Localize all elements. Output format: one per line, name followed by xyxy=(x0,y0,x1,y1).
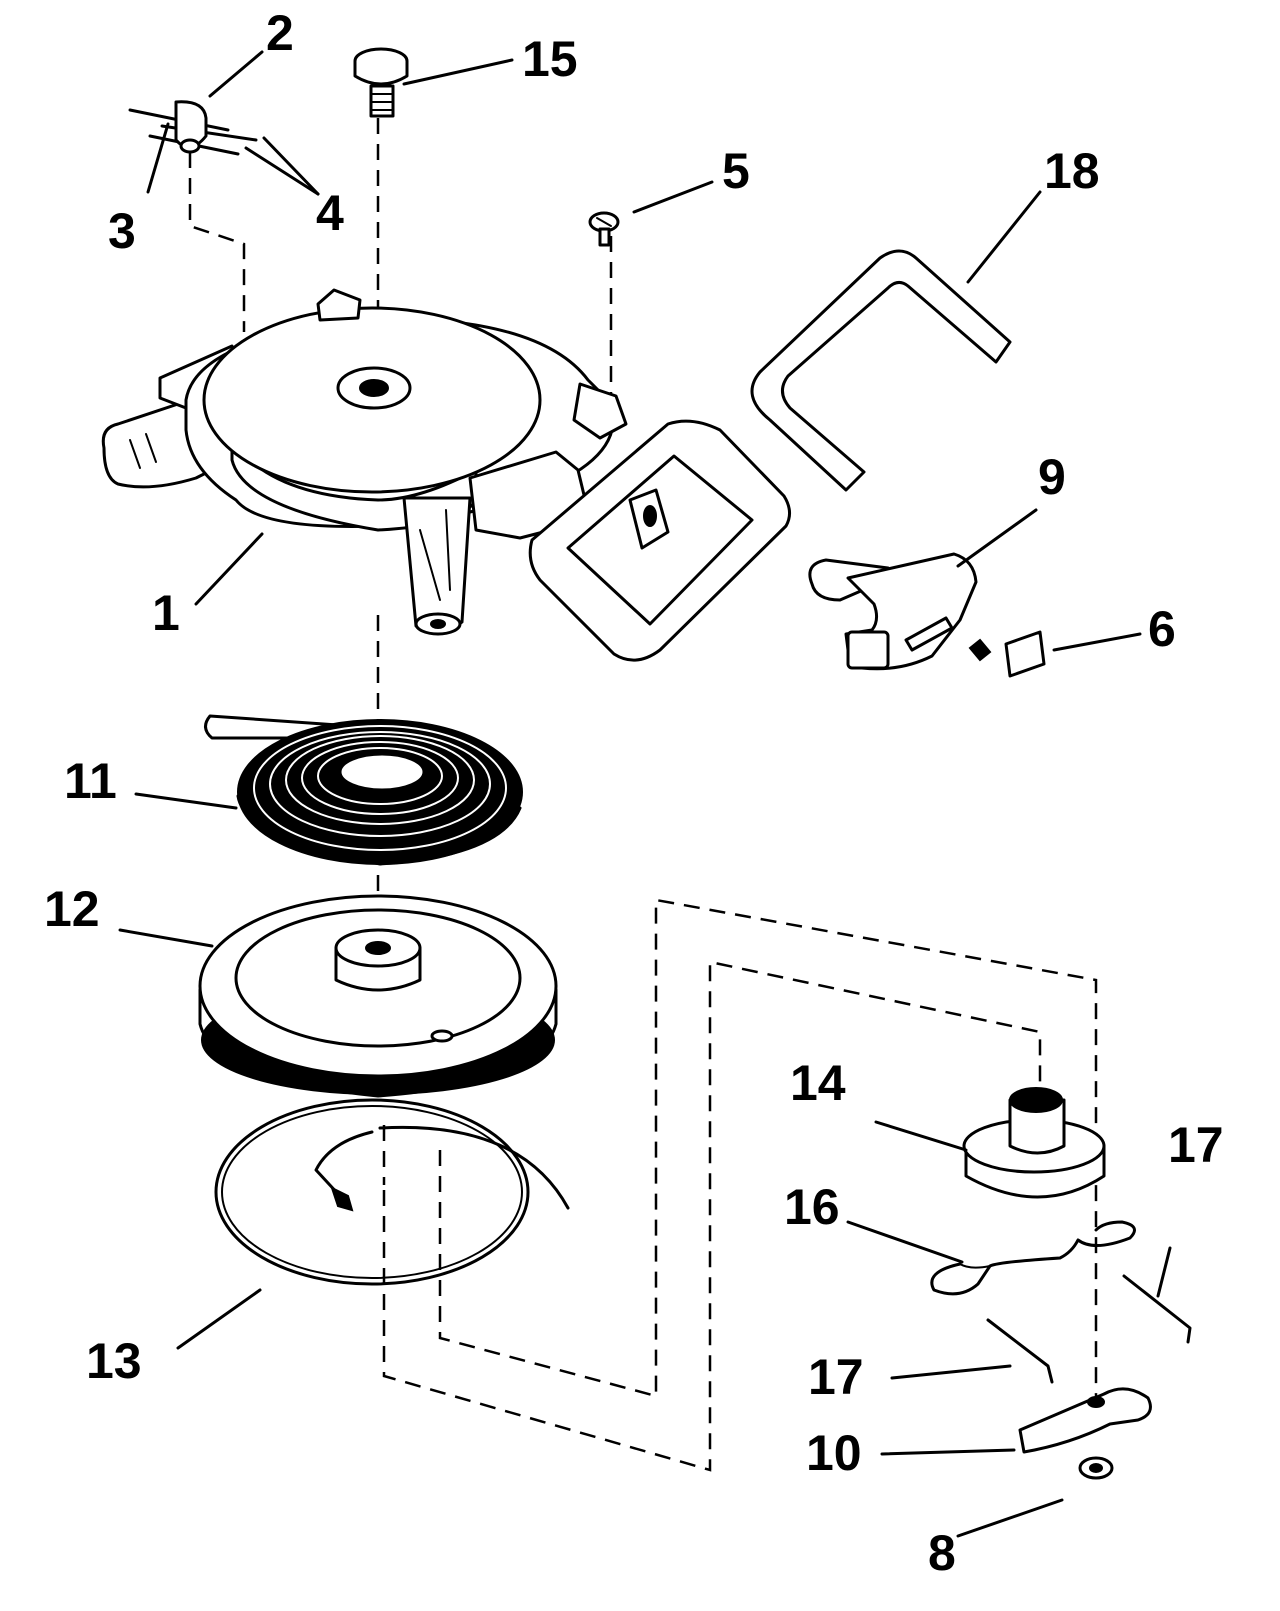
callout-17-right: 17 xyxy=(1168,1117,1224,1173)
pulley-bolt xyxy=(353,47,409,118)
callout-14: 14 xyxy=(790,1055,846,1111)
pawl xyxy=(1018,1387,1152,1454)
rewind-spring xyxy=(204,714,523,866)
callout-1: 1 xyxy=(152,585,180,641)
pawl-spring xyxy=(930,1220,1136,1296)
handle-bracket xyxy=(750,249,1012,492)
handle xyxy=(808,552,978,671)
callout-10: 10 xyxy=(806,1425,862,1481)
callout-3: 3 xyxy=(108,203,136,259)
clamp-and-pins xyxy=(128,100,258,156)
callout-4: 4 xyxy=(316,185,344,241)
callout-13: 13 xyxy=(86,1333,142,1389)
pawl-pivot xyxy=(962,1087,1106,1199)
small-screw xyxy=(588,211,620,247)
spring-link-right xyxy=(1122,1274,1192,1344)
starter-housing xyxy=(101,288,791,662)
callout-9: 9 xyxy=(1038,449,1066,505)
rope xyxy=(214,1098,570,1286)
pulley xyxy=(198,894,558,1098)
callout-17-left: 17 xyxy=(808,1349,864,1405)
callout-6: 6 xyxy=(1148,601,1176,657)
spring-link-left xyxy=(986,1318,1054,1384)
callout-2: 2 xyxy=(266,5,294,61)
callout-8: 8 xyxy=(928,1525,956,1581)
retaining-ring xyxy=(1078,1456,1114,1480)
callout-labels: 2 15 3 4 5 18 1 9 6 11 12 14 17 16 17 13… xyxy=(44,5,1224,1581)
callout-16: 16 xyxy=(784,1179,840,1235)
callout-11: 11 xyxy=(64,753,117,809)
callout-12: 12 xyxy=(44,881,100,937)
callout-5: 5 xyxy=(722,143,750,199)
callout-18: 18 xyxy=(1044,143,1100,199)
retainer xyxy=(968,630,1046,678)
callout-15: 15 xyxy=(522,31,578,87)
leader-lines xyxy=(118,50,1172,1538)
